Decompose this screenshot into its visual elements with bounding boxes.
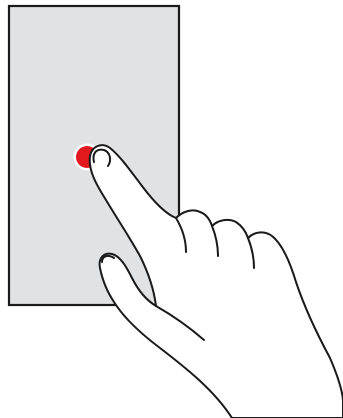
- pointing-hand-icon: [90, 145, 343, 418]
